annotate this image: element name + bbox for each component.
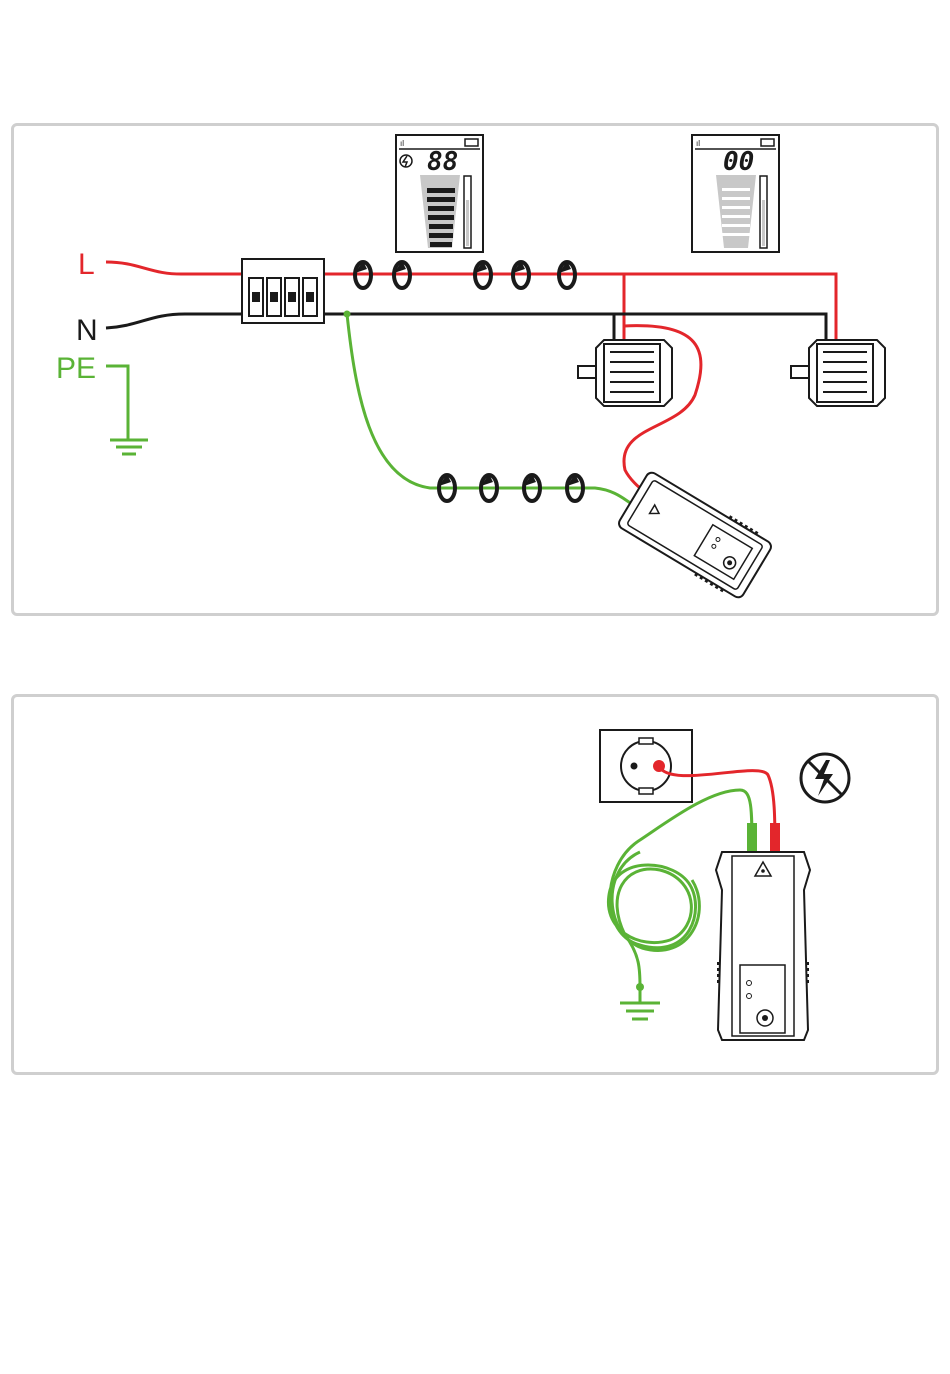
green-plug	[747, 823, 757, 851]
no-voltage-icon	[801, 754, 849, 802]
live-wire	[106, 262, 836, 340]
wall-socket	[600, 730, 692, 802]
neutral-wire	[106, 314, 826, 340]
motor-2	[791, 340, 885, 406]
transmitter-top	[615, 468, 774, 602]
receiver-display-1: ıl 88	[396, 135, 483, 252]
ground-symbol-top	[110, 440, 148, 454]
readout-value: 88	[427, 147, 458, 177]
readout-value: 00	[723, 147, 754, 177]
circuit-breaker	[242, 259, 324, 323]
receiver-display-2: ıl 00	[692, 135, 779, 252]
earth-wire	[106, 366, 128, 440]
red-plug	[770, 823, 780, 851]
motor-1	[578, 340, 672, 406]
ground-symbol-bottom	[620, 987, 660, 1019]
signal-icon: ıl	[696, 139, 700, 148]
earth-label: PE	[56, 352, 96, 385]
neutral-label: N	[76, 314, 98, 347]
signal-icon: ıl	[400, 139, 404, 148]
transmitter-bottom	[716, 852, 810, 1040]
live-label: L	[78, 248, 95, 281]
